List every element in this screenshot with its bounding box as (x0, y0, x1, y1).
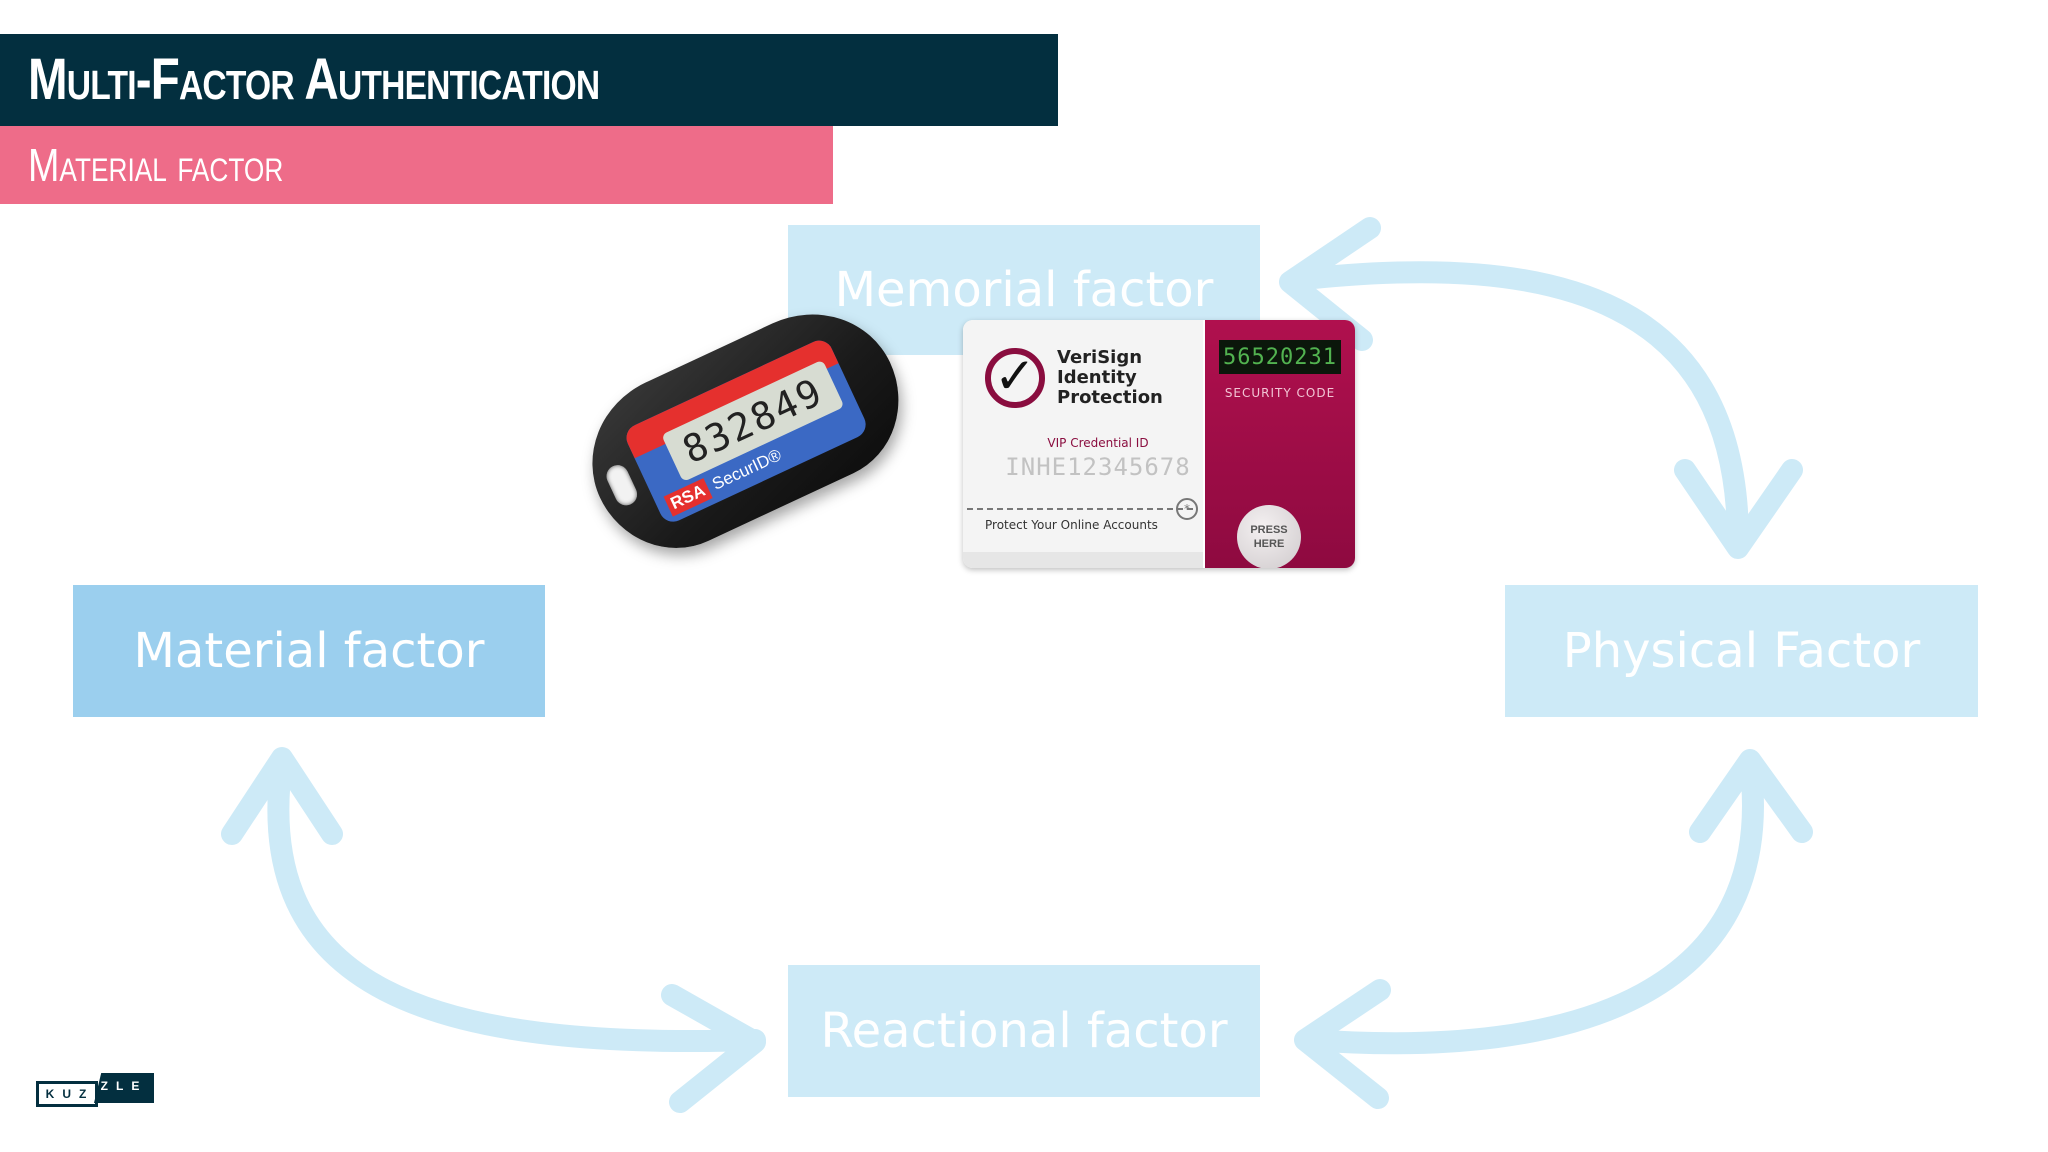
protect-text: Protect Your Online Accounts (985, 518, 1158, 532)
verisign-brand-line1: VeriSign (1057, 347, 1143, 368)
perforation-line (967, 508, 1193, 510)
verisign-brand-line2: Identity (1057, 367, 1137, 388)
star-icon: * (1176, 498, 1198, 520)
arrowhead-material-bottom (221, 747, 343, 845)
arrowhead-physical (1674, 459, 1803, 559)
arrow-physical-reactional (1299, 751, 1764, 1055)
arrow-material-reactional (267, 749, 766, 1053)
credential-label: VIP Credential ID (1047, 436, 1149, 450)
arrow-memorial-physical (1284, 261, 1750, 556)
node-reactional-label: Reactional factor (820, 1003, 1228, 1059)
security-code-label: SECURITY CODE (1224, 386, 1336, 400)
node-reactional-factor: Reactional factor (788, 965, 1260, 1097)
press-line2: HERE (1253, 538, 1285, 550)
verisign-card-image: ✓ VeriSign Identity Protection VIP Crede… (963, 320, 1355, 568)
keyring-hole (602, 461, 641, 509)
arrowhead-physical-top (1689, 749, 1813, 843)
verisign-card-left: ✓ VeriSign Identity Protection VIP Crede… (963, 320, 1203, 568)
node-physical-label: Physical Factor (1562, 623, 1921, 679)
node-material-factor: Material factor (73, 585, 545, 717)
kuzzle-logo: KUZ ZLE (36, 1073, 154, 1109)
card-bottom-strip (963, 552, 1203, 568)
node-physical-factor: Physical Factor (1505, 585, 1978, 717)
kuzzle-logo-left: KUZ (36, 1081, 98, 1107)
slide-subtitle-text: Material factor (28, 139, 284, 191)
slide-title-text: Multi-Factor Authentication (28, 47, 600, 112)
arrowhead-reactional-right (1294, 979, 1391, 1109)
slide-subtitle: Material factor (0, 126, 833, 204)
node-material-label: Material factor (133, 623, 485, 679)
press-line1: PRESS (1250, 524, 1288, 536)
node-memorial-label: Memorial factor (834, 262, 1214, 318)
verisign-lcd-display: 56520231 (1219, 340, 1341, 374)
slide-title: Multi-Factor Authentication (0, 34, 1058, 126)
rsa-logo: RSA (663, 478, 713, 517)
checkmark-icon: ✓ (985, 348, 1045, 408)
arrowhead-reactional-left (661, 984, 766, 1113)
verisign-brand-line3: Protection (1057, 387, 1163, 408)
press-here-button: PRESS HERE (1237, 505, 1301, 568)
kuzzle-logo-right: ZLE (94, 1073, 154, 1103)
credential-id: INHE12345678 (1005, 453, 1191, 481)
verisign-card-right: 56520231 SECURITY CODE PRESS HERE (1205, 320, 1355, 568)
verisign-brand: VeriSign Identity Protection (1057, 348, 1207, 408)
